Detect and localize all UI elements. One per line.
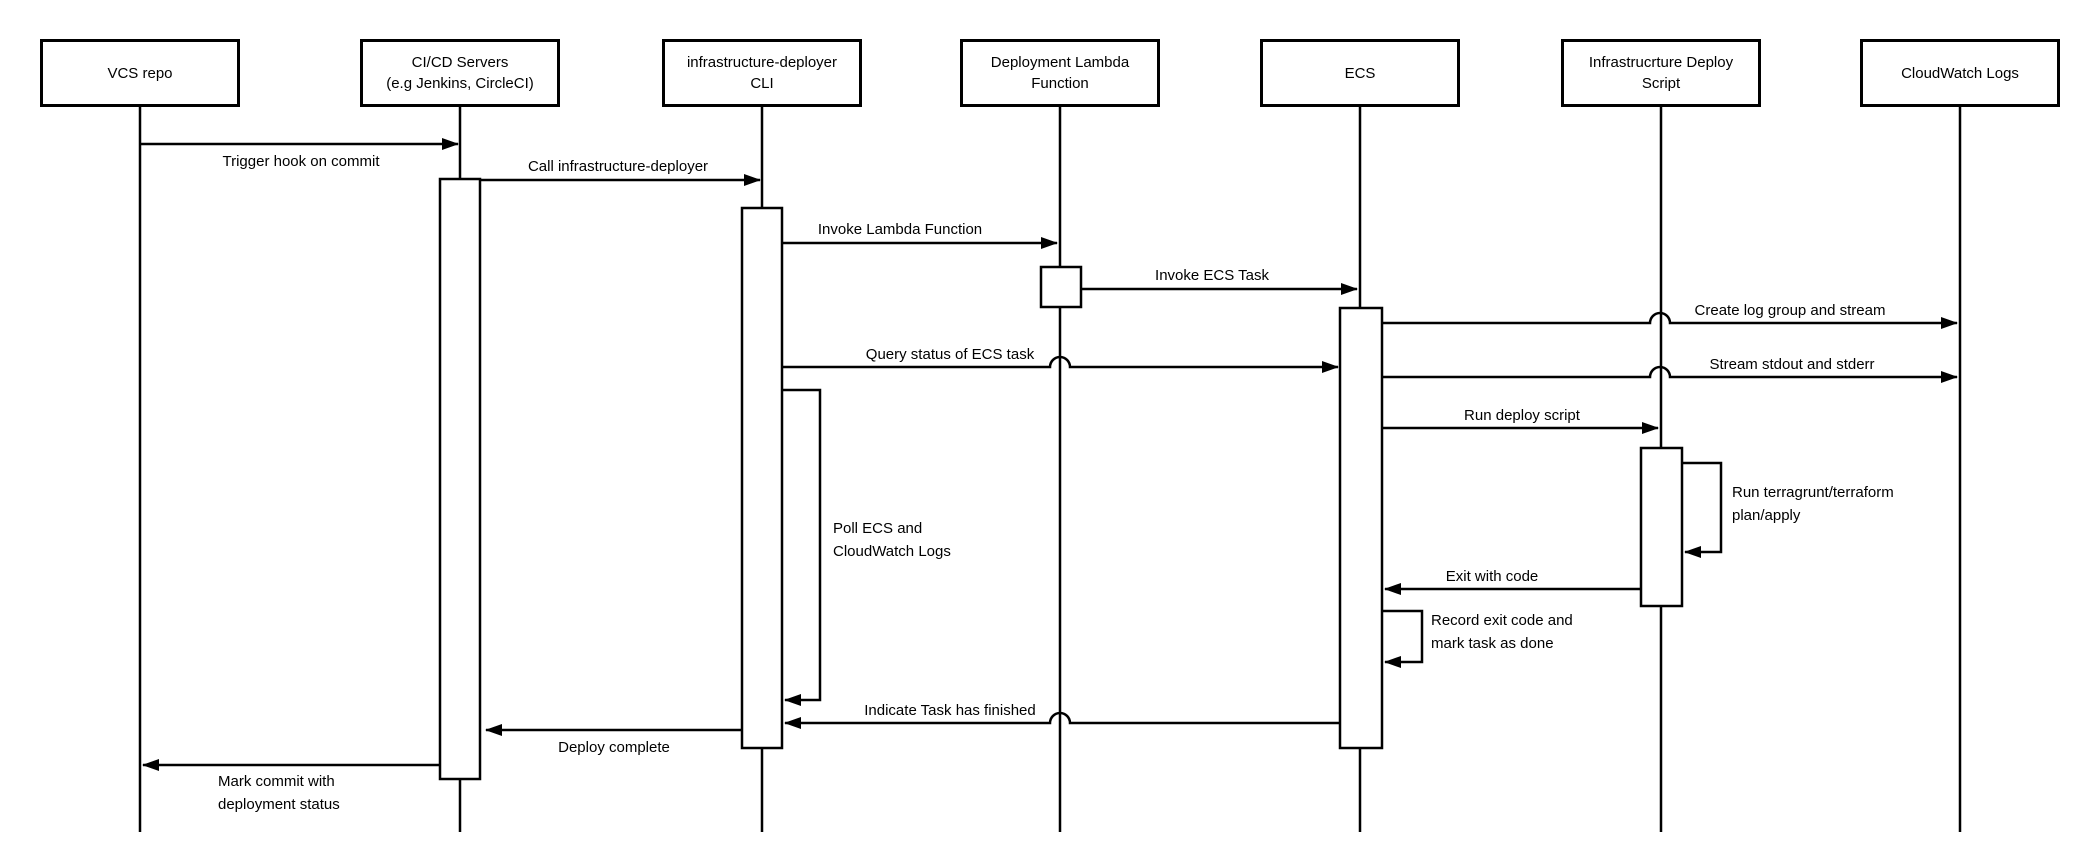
- message-label-stream-stdout-and-stderr: Stream stdout and stderr: [1709, 356, 1875, 373]
- message-label-line: Poll ECS and: [833, 520, 923, 537]
- message-label-trigger-hook-on-commit: Trigger hook on commit: [222, 153, 380, 170]
- actor-label: Deployment Lambda: [990, 54, 1130, 71]
- actor-box-deployment-lambda: Deployment Lambda Function: [960, 39, 1160, 107]
- activation-bar-infrastructure-deploy-script: [1639, 446, 1684, 608]
- actor-label: VCS repo: [107, 64, 173, 82]
- message-label-line: Record exit code and: [1431, 612, 1573, 629]
- arrow-stream-stdout-and-stderr: [1382, 365, 1958, 383]
- message-label-indicate-task-has-finished: Indicate Task has finished: [864, 702, 1036, 719]
- activation-bar-cicd-servers: [438, 177, 482, 781]
- arrow-create-log-group-and-stream: [1382, 311, 1958, 329]
- arrow-indicate-task-has-finished: [784, 711, 1340, 729]
- activation-bar-ecs: [1338, 306, 1384, 750]
- actor-label: Script: [1641, 75, 1681, 92]
- message-label-invoke-ecs-task: Invoke ECS Task: [1155, 267, 1269, 284]
- message-label-query-status-of-ecs-task: Query status of ECS task: [865, 346, 1035, 363]
- actor-label: Infrastrucrture Deploy: [1588, 54, 1734, 71]
- actor-box-vcs-repo: VCS repo: [40, 39, 240, 107]
- actor-box-cloudwatch-logs: CloudWatch Logs: [1860, 39, 2060, 107]
- message-label-run-deploy-script: Run deploy script: [1464, 407, 1580, 424]
- arrow-record-exit-code-self-loop: [1382, 609, 1424, 668]
- actor-label: (e.g Jenkins, CircleCI): [386, 75, 534, 92]
- message-label-line: plan/apply: [1732, 507, 1801, 524]
- message-label-line: mark task as done: [1431, 635, 1554, 652]
- message-label-deploy-complete: Deploy complete: [558, 739, 670, 756]
- activation-bar-deployment-lambda: [1039, 265, 1083, 309]
- actor-box-cicd-servers: CI/CD Servers (e.g Jenkins, CircleCI): [360, 39, 560, 107]
- arrow-poll-ecs-and-cloudwatch-logs-self-loop: [782, 388, 822, 706]
- message-label-line: Run terragrunt/terraform: [1732, 484, 1894, 501]
- message-label-run-terragrunt-terraform: Run terragrunt/terraform plan/apply: [1732, 481, 1894, 527]
- message-label-invoke-lambda-function: Invoke Lambda Function: [817, 221, 983, 238]
- activation-bar-infrastructure-deployer-cli: [740, 206, 784, 750]
- message-label-record-exit-code: Record exit code and mark task as done: [1431, 609, 1573, 655]
- message-label-line: Mark commit with: [218, 773, 335, 790]
- actor-label: infrastructure-deployer: [686, 54, 838, 71]
- message-label-line: CloudWatch Logs: [833, 543, 951, 560]
- actor-label: Function: [1031, 75, 1089, 92]
- message-label-create-log-group-and-stream: Create log group and stream: [1694, 302, 1886, 319]
- arrow-query-status-of-ecs-task: [782, 355, 1339, 373]
- message-label-line: deployment status: [218, 796, 340, 813]
- actor-label: CLI: [750, 75, 774, 92]
- actor-label: ECS: [1344, 64, 1376, 82]
- actor-box-infrastructure-deploy-script: Infrastrucrture Deploy Script: [1561, 39, 1761, 107]
- actor-box-infrastructure-deployer-cli: infrastructure-deployer CLI: [662, 39, 862, 107]
- actor-label: CI/CD Servers: [411, 54, 509, 71]
- message-label-call-infrastructure-deployer: Call infrastructure-deployer: [527, 158, 709, 175]
- actor-label: CloudWatch Logs: [1901, 64, 2019, 82]
- actor-box-ecs: ECS: [1260, 39, 1460, 107]
- message-label-mark-commit-with-deployment-status: Mark commit with deployment status: [218, 770, 340, 816]
- message-label-poll-ecs-and-cloudwatch-logs: Poll ECS and CloudWatch Logs: [833, 517, 951, 563]
- message-label-exit-with-code: Exit with code: [1445, 568, 1539, 585]
- arrow-run-terragrunt-terraform-self-loop: [1682, 461, 1723, 558]
